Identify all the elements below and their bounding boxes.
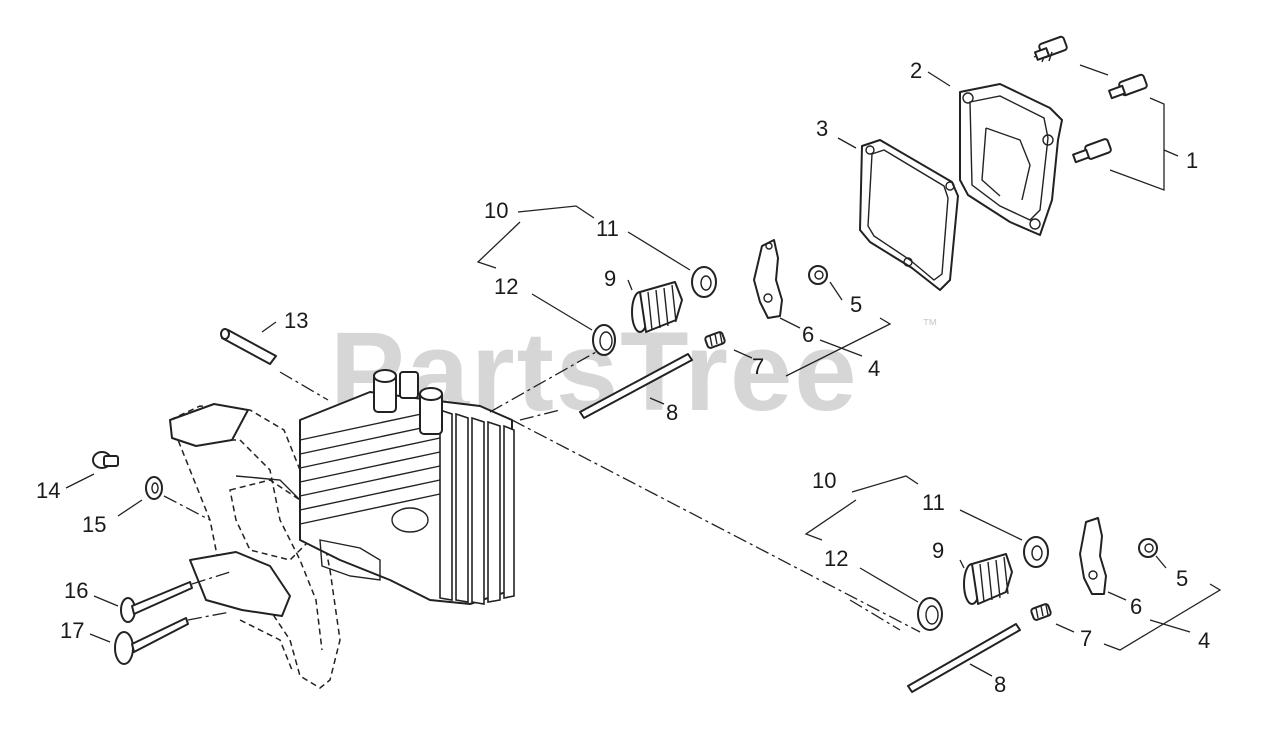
cover-bolt-middle[interactable]: [1108, 73, 1148, 100]
callout-7-lower: 7: [1080, 626, 1092, 651]
callout-16: 16: [64, 578, 88, 603]
callout-6-lower: 6: [1130, 594, 1142, 619]
valve-washer-lower[interactable]: [917, 597, 943, 631]
callout-5-lower: 5: [1176, 566, 1188, 591]
callout-11-upper: 11: [596, 216, 619, 241]
callout-1: 1: [1186, 148, 1198, 173]
callout-13: 13: [284, 308, 308, 333]
spring-retainer-lower[interactable]: [1023, 536, 1049, 568]
callout-2: 2: [910, 58, 922, 83]
rocker-cover[interactable]: [959, 83, 1063, 236]
cover-gasket[interactable]: [859, 139, 959, 291]
exhaust-valve[interactable]: [120, 581, 193, 623]
callout-7-upper: 7: [752, 354, 764, 379]
valve-spring-upper[interactable]: [631, 281, 683, 333]
callout-14: 14: [36, 478, 60, 503]
spark-plug-bolt[interactable]: [92, 451, 119, 469]
cover-bolt-bottom[interactable]: [1072, 138, 1112, 164]
cylinder-block[interactable]: [169, 369, 515, 689]
push-rod-lower[interactable]: [907, 623, 1021, 693]
plug-washer[interactable]: [145, 476, 163, 500]
cover-bolt-top[interactable]: [1033, 35, 1068, 63]
callout-17: 17: [60, 618, 84, 643]
callout-12-upper: 12: [494, 274, 518, 299]
callout-12-lower: 12: [824, 546, 848, 571]
callout-8-lower: 8: [994, 672, 1006, 697]
callout-10-lower: 10: [812, 468, 836, 493]
spring-retainer-upper[interactable]: [691, 266, 717, 298]
valve-washer-upper[interactable]: [592, 324, 616, 356]
rocker-arm-upper[interactable]: [753, 239, 783, 319]
pivot-stud-lower[interactable]: [1030, 603, 1052, 621]
callout-8-upper: 8: [666, 400, 678, 425]
dowel-pin[interactable]: [220, 328, 277, 365]
callout-11-lower: 11: [922, 490, 945, 515]
callout-9-upper: 9: [604, 266, 616, 291]
callout-4-upper: 4: [868, 356, 880, 381]
trademark-symbol: ™: [922, 317, 938, 334]
pivot-stud-upper[interactable]: [704, 331, 726, 349]
callout-4-lower: 4: [1198, 628, 1210, 653]
intake-valve[interactable]: [114, 617, 189, 665]
rocker-arm-lower[interactable]: [1079, 517, 1107, 595]
callout-10-upper: 10: [484, 198, 508, 223]
push-rod-upper[interactable]: [579, 353, 693, 419]
callout-5-upper: 5: [850, 292, 862, 317]
callout-3: 3: [816, 116, 828, 141]
callout-9-lower: 9: [932, 538, 944, 563]
valve-spring-lower[interactable]: [963, 553, 1013, 605]
rocker-nut-upper[interactable]: [808, 265, 828, 285]
callout-6-upper: 6: [802, 322, 814, 347]
rocker-nut-lower[interactable]: [1138, 538, 1158, 558]
callout-15: 15: [82, 512, 106, 537]
